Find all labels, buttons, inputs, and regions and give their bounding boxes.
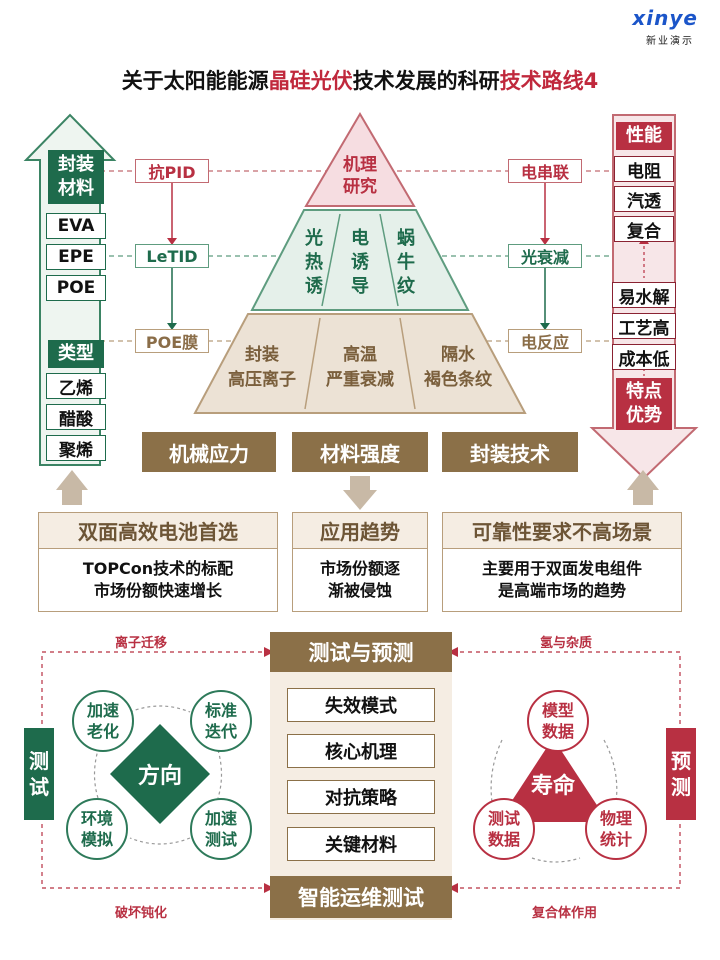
flow-label-ion-migration: 离子迁移 [115, 636, 168, 651]
circle-accelerated-test: 加速 测试 [190, 798, 252, 860]
test-predict-header: 测试与预测 [270, 632, 452, 672]
packaging-material-header: 封装 材料 [48, 150, 104, 204]
circle-physical-statistics: 物理 统计 [585, 798, 647, 860]
info-box-2-head: 应用趋势 [293, 513, 427, 549]
tag-light-decay: 光衰减 [508, 244, 582, 268]
circle-standard-iteration: 标准 迭代 [190, 690, 252, 752]
perf-recombination: 复合 [614, 216, 674, 242]
smart-om-test-footer: 智能运维测试 [270, 876, 452, 918]
pyramid-top-label: 机理 研究 [343, 155, 377, 197]
type-polyolefin: 聚烯 [46, 435, 106, 461]
item-key-material: 关键材料 [287, 827, 435, 861]
info-box-1-body: TOPCon技术的标配 市场份额快速增长 [82, 559, 234, 600]
type-ethylene: 乙烯 [46, 373, 106, 399]
direction-label: 方向 [137, 764, 182, 789]
info-box-2: 应用趋势 市场份额逐 渐被侵蚀 [292, 512, 428, 612]
feature-hydrolysis: 易水解 [612, 282, 676, 308]
test-predict-panel [270, 632, 452, 920]
flow-label-hydrogen-impurity: 氢与杂质 [540, 636, 593, 651]
circle-accelerated-aging: 加速 老化 [72, 690, 134, 752]
pyramid-mid-1: 光 热 诱 [305, 228, 323, 297]
circle-environment-simulation: 环境 模拟 [66, 798, 128, 860]
pyramid-bottom-3: 隔水 褐色条纹 [424, 345, 492, 390]
lifetime-label: 寿命 [530, 774, 575, 799]
brand-logo-subtitle: 新业演示 [646, 36, 694, 47]
material-eva: EVA [46, 213, 106, 239]
bar-material-strength: 材料强度 [292, 432, 428, 472]
material-epe: EPE [46, 244, 106, 270]
brand-logo: xinye [632, 6, 698, 30]
flow-label-complex-effect: 复合体作用 [532, 906, 598, 921]
tag-letid: LeTID [135, 244, 209, 268]
tag-anti-pid: 抗PID [135, 159, 209, 183]
flow-label-passivation-damage: 破坏钝化 [115, 906, 168, 921]
info-box-3-body: 主要用于双面发电组件 是高端市场的趋势 [481, 559, 642, 600]
predict-badge: 预 测 [666, 728, 696, 820]
info-box-2-body: 市场份额逐 渐被侵蚀 [319, 559, 400, 600]
item-core-mechanism: 核心机理 [287, 734, 435, 768]
bar-mechanical-stress: 机械应力 [142, 432, 276, 472]
feature-advantage-header: 特点 优势 [616, 378, 672, 430]
material-poe: POE [46, 275, 106, 301]
title-part-3: 技术发展的科研 [352, 69, 500, 93]
info-box-1: 双面高效电池首选 TOPCon技术的标配 市场份额快速增长 [38, 512, 278, 612]
page-title: 关于太阳能能源晶硅光伏技术发展的科研技术路线4 [0, 66, 720, 94]
info-box-3-head: 可靠性要求不高场景 [443, 513, 681, 549]
perf-vapor: 汽透 [614, 186, 674, 212]
info-box-1-head: 双面高效电池首选 [39, 513, 277, 549]
type-acetate: 醋酸 [46, 404, 106, 430]
title-part-4: 技术路线4 [499, 69, 599, 93]
pyramid-mid-3: 蜗 牛 纹 [397, 228, 415, 297]
item-countermeasure: 对抗策略 [287, 780, 435, 814]
tag-series: 电串联 [508, 159, 582, 183]
performance-header: 性能 [616, 122, 672, 150]
perf-resistance: 电阻 [614, 156, 674, 182]
pyramid-bottom-1: 封装 高压离子 [228, 345, 296, 390]
pyramid-bottom-2: 高温 严重衰减 [326, 345, 394, 390]
circle-model-data: 模型 数据 [527, 690, 589, 752]
tag-poe-film: POE膜 [135, 329, 209, 353]
title-part-1: 关于太阳能能源 [121, 69, 269, 93]
pyramid-mid-2: 电 诱 导 [351, 228, 369, 297]
type-header: 类型 [48, 340, 104, 368]
tag-electro-reaction: 电反应 [508, 329, 582, 353]
feature-process: 工艺高 [612, 313, 676, 339]
item-failure-mode: 失效模式 [287, 688, 435, 722]
bar-packaging-tech: 封装技术 [442, 432, 578, 472]
test-badge: 测 试 [24, 728, 54, 820]
info-box-3: 可靠性要求不高场景 主要用于双面发电组件 是高端市场的趋势 [442, 512, 682, 612]
circle-test-data: 测试 数据 [473, 798, 535, 860]
feature-cost: 成本低 [612, 344, 676, 370]
title-part-2: 晶硅光伏 [268, 69, 353, 93]
